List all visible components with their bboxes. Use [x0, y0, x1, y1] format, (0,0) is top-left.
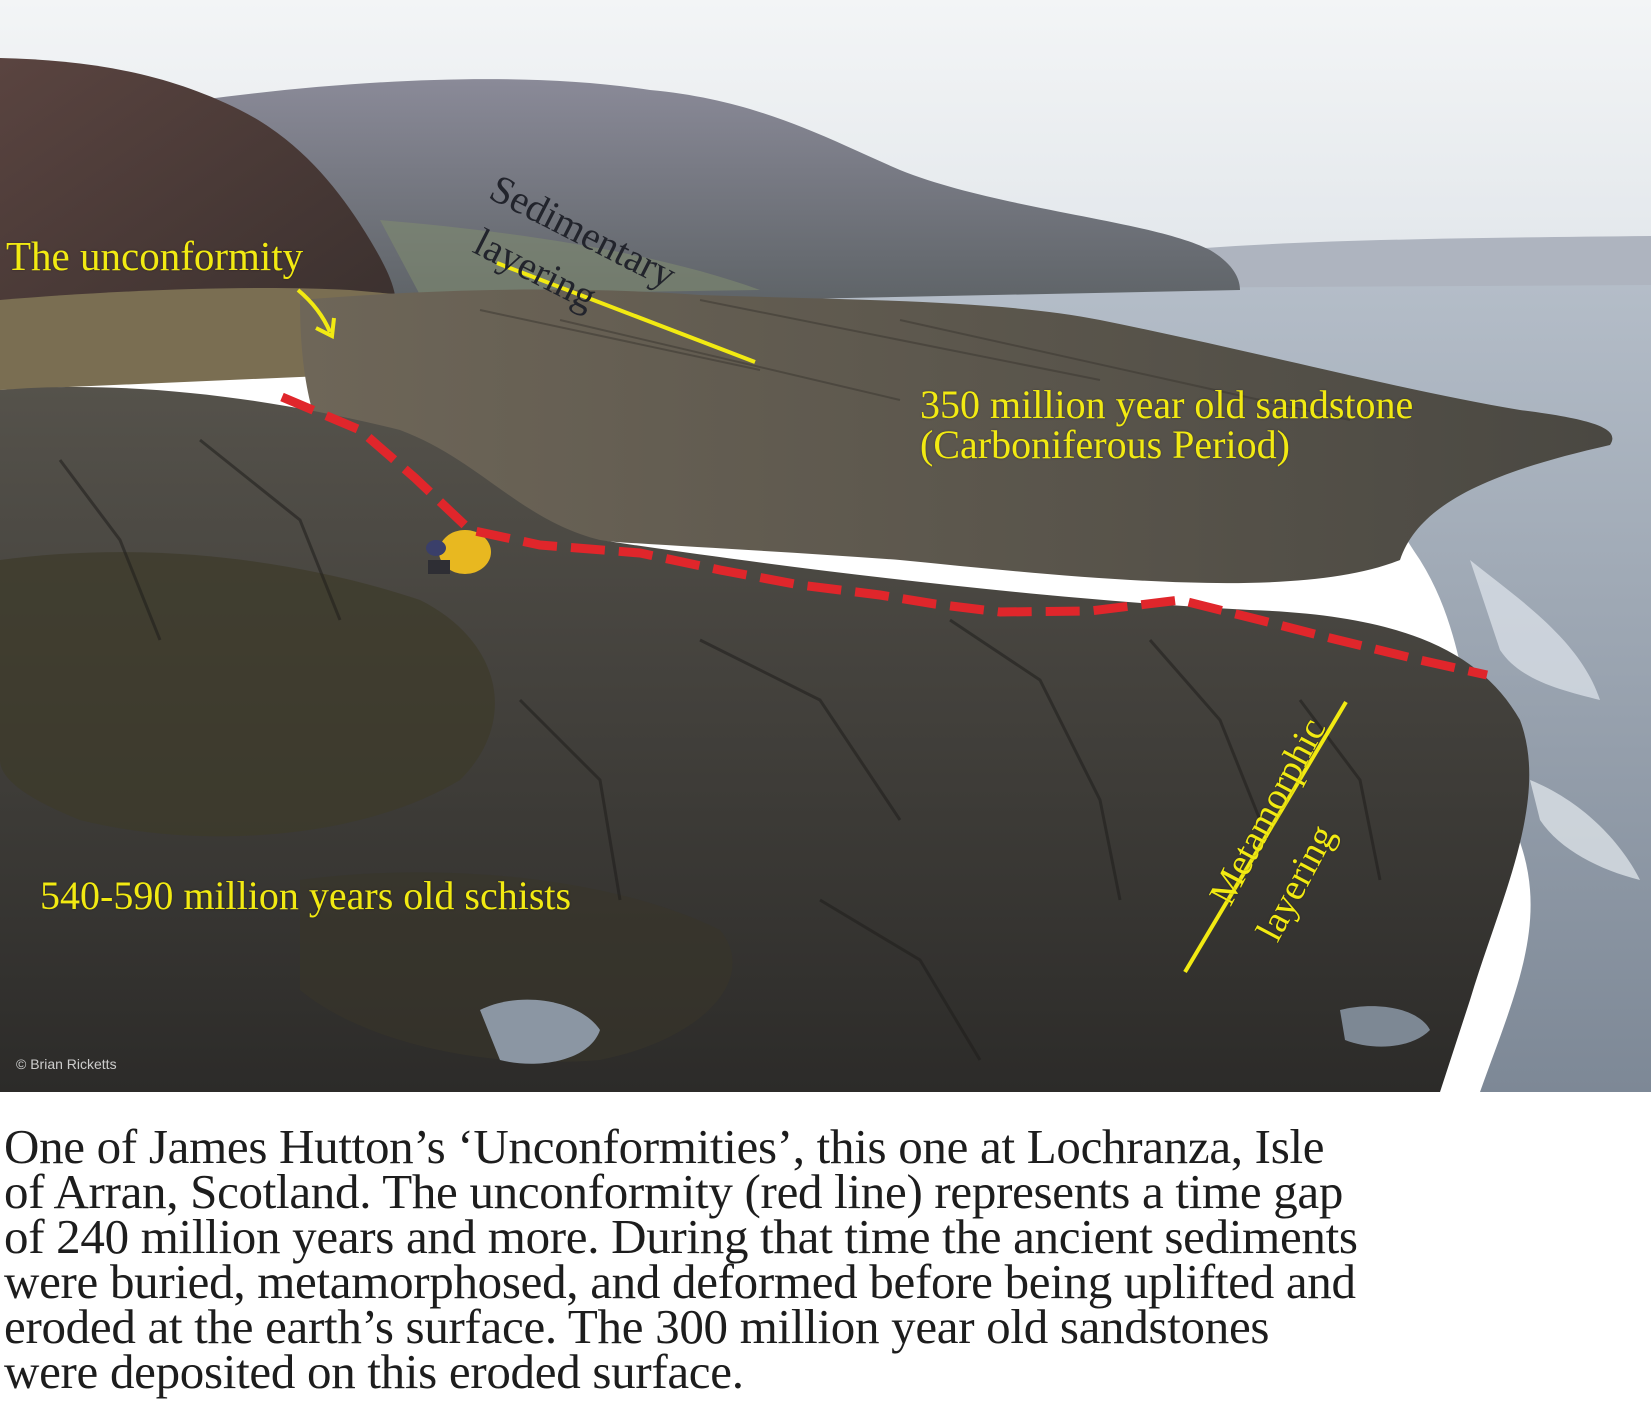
photo-credit: © Brian Ricketts [16, 1056, 117, 1072]
sandstone-label: 350 million year old sandstone [920, 382, 1414, 427]
landscape-photo [0, 0, 1651, 1092]
caption-line: were deposited on this eroded surface. [4, 1344, 744, 1399]
caption-line: of 240 million years and more. During th… [4, 1209, 1358, 1264]
tide-pool [480, 999, 600, 1064]
sandstone-outcrop [300, 289, 1613, 584]
rock-texture [58, 438, 1382, 1061]
tide-pool-2 [1340, 1006, 1430, 1047]
sandstone-texture [479, 299, 1351, 421]
schists-label: 540-590 million years old schists [40, 873, 572, 918]
caption-line: were buried, metamorphosed, and deformed… [4, 1254, 1356, 1309]
seaweed [0, 552, 495, 837]
seaweed-2 [300, 872, 733, 1062]
distant-hills [1180, 236, 1651, 295]
surf-foam-2 [1530, 780, 1640, 880]
arrow-icon [296, 288, 336, 340]
caption: One of James Hutton’s ‘Unconformities’, … [4, 1119, 1649, 1399]
caption-line: of Arran, Scotland. The unconformity (re… [4, 1164, 1344, 1219]
geologist-figure [426, 530, 491, 574]
unconformity-line [280, 392, 1488, 680]
carboniferous-label: (Carboniferous Period) [920, 422, 1290, 467]
cliff [0, 58, 395, 330]
caption-line: One of James Hutton’s ‘Unconformities’, … [4, 1119, 1325, 1174]
unconformity-label: The unconformity [6, 233, 304, 279]
hill-field [380, 220, 760, 295]
surf-foam [1470, 560, 1600, 700]
metamorphic-layering-line [1183, 700, 1348, 974]
sedimentary-layering-line [496, 261, 756, 364]
caption-line: eroded at the earth’s surface. The 300 m… [4, 1299, 1270, 1354]
